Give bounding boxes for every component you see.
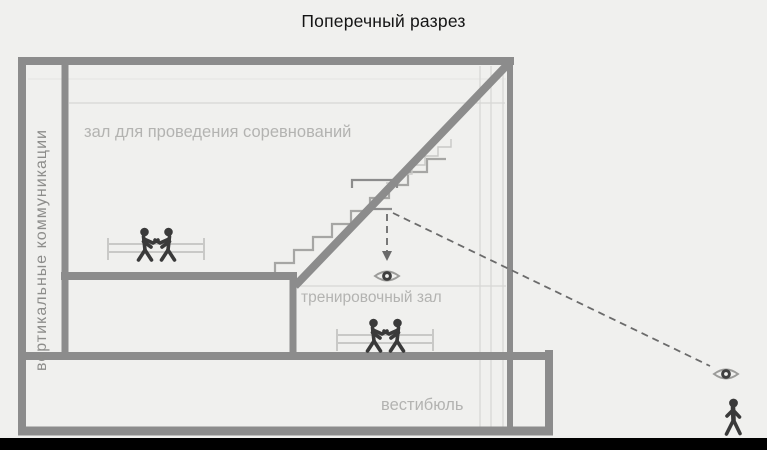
building-walls	[18, 57, 553, 436]
walking-person-icon	[727, 399, 741, 434]
thin-guide-lines	[28, 66, 506, 429]
eye-icon-training	[373, 270, 401, 282]
eye-icon-entrance	[712, 368, 740, 380]
boxing-ring-training-icon	[337, 319, 433, 351]
ground-line	[0, 438, 767, 450]
arrowhead-down	[382, 251, 392, 261]
boxing-ring-competition-icon	[108, 228, 204, 260]
sightline-vertical	[382, 214, 392, 261]
diagram-title: Поперечный разрез	[301, 11, 466, 31]
sightline-to-entrance	[392, 212, 711, 367]
label-competition-hall: зал для проведения соревнований	[84, 123, 352, 141]
label-training-hall: тренировочный зал	[301, 289, 442, 306]
label-vestibule: вестибюль	[381, 396, 464, 414]
label-vertical-communications: вертикальные коммуникации	[33, 129, 50, 371]
